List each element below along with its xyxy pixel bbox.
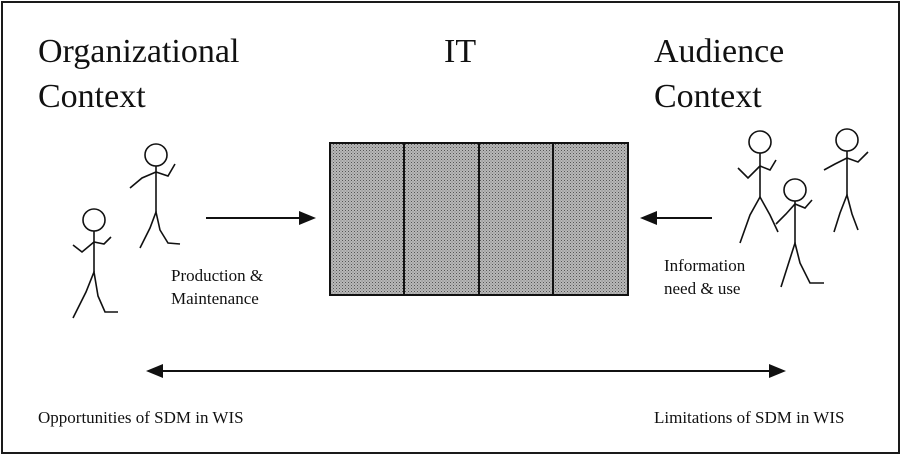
sdm-range-arrow (146, 364, 786, 378)
it-system-block (329, 142, 629, 296)
heading-audience-context: Context (654, 78, 762, 115)
heading-audience: Audience (654, 33, 785, 70)
caption-limitations: Limitations of SDM in WIS (654, 408, 845, 427)
heading-organizational-context: Context (38, 78, 146, 115)
stick-figure-audience-middle (775, 178, 824, 288)
stick-figure-org-front (72, 208, 118, 319)
label-maintenance: Maintenance (171, 289, 259, 308)
production-arrow (206, 211, 316, 225)
caption-opportunities: Opportunities of SDM in WIS (38, 408, 244, 427)
stick-figure-audience-left (737, 130, 779, 244)
heading-it: IT (444, 33, 477, 70)
label-need-use: need & use (664, 279, 741, 298)
information-arrow (640, 211, 712, 225)
label-production: Production & (171, 266, 264, 285)
heading-organizational: Organizational (38, 33, 240, 70)
stick-figure-org-back (129, 143, 181, 249)
stick-figure-audience-right (823, 128, 869, 233)
label-information: Information (664, 256, 746, 275)
